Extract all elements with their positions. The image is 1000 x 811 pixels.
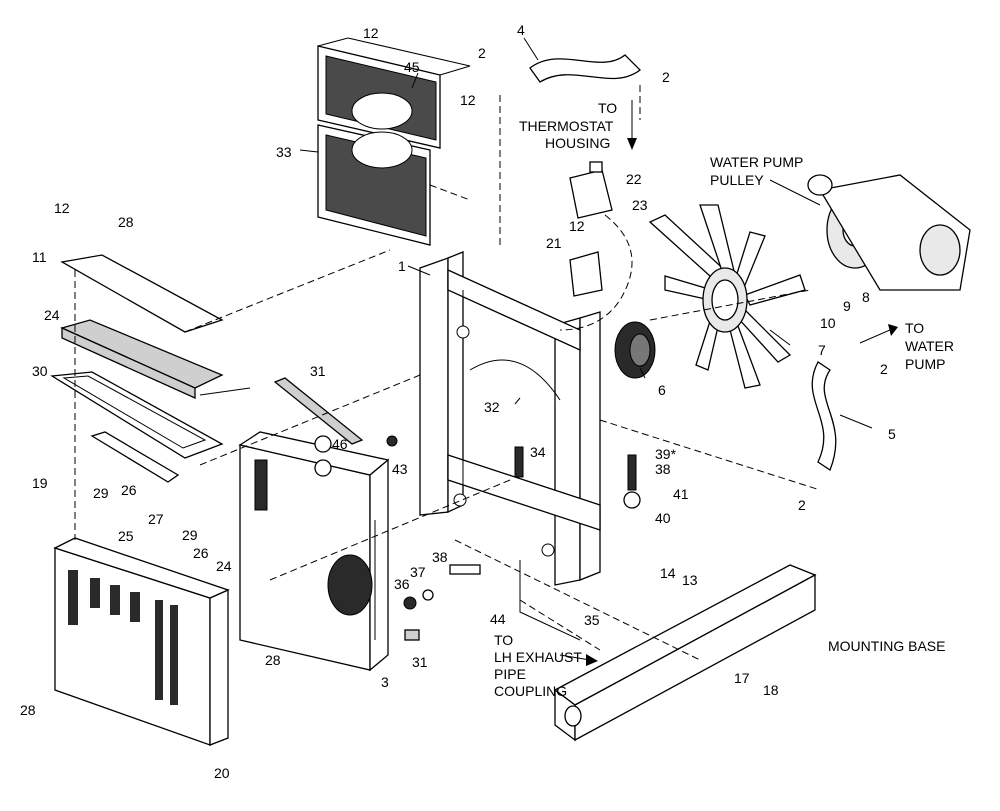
label-to-water-pump-line2: WATER bbox=[905, 338, 954, 354]
label-exhaust-line2: LH EXHAUST bbox=[494, 649, 582, 665]
callout-31: 31 bbox=[310, 363, 326, 379]
seal-strip bbox=[273, 377, 364, 445]
callout-20: 20 bbox=[214, 765, 230, 781]
label-exhaust-line3: PIPE bbox=[494, 666, 526, 682]
filter-pad bbox=[60, 319, 224, 400]
callout-24: 24 bbox=[44, 307, 60, 323]
callout-29: 29 bbox=[93, 485, 109, 501]
callout-24: 24 bbox=[216, 558, 232, 574]
upper-radiator-hose bbox=[529, 54, 641, 83]
callout-5: 5 bbox=[888, 426, 896, 442]
callout-30: 30 bbox=[32, 363, 48, 379]
callout-28: 28 bbox=[265, 652, 281, 668]
callout-2: 2 bbox=[662, 69, 670, 85]
label-to-water-pump-line3: PUMP bbox=[905, 356, 945, 372]
callout-41: 41 bbox=[673, 486, 689, 502]
callout-6: 6 bbox=[658, 382, 666, 398]
flow-arrows bbox=[559, 100, 898, 666]
callout-2: 2 bbox=[880, 361, 888, 377]
callout-32: 32 bbox=[484, 399, 500, 415]
callout-44: 44 bbox=[490, 611, 506, 627]
label-water-pump-pulley-line2: PULLEY bbox=[710, 172, 764, 188]
callout-1: 1 bbox=[398, 258, 406, 274]
callout-2: 2 bbox=[798, 497, 806, 513]
callout-8: 8 bbox=[862, 289, 870, 305]
callout-35: 35 bbox=[584, 612, 600, 628]
label-thermostat-line3: HOUSING bbox=[545, 135, 610, 151]
callout-36: 36 bbox=[394, 576, 410, 592]
callout-40: 40 bbox=[655, 510, 671, 526]
label-exhaust-line1: TO bbox=[494, 632, 513, 648]
label-mounting-base: MOUNTING BASE bbox=[828, 638, 945, 654]
label-water-pump-pulley-line1: WATER PUMP bbox=[710, 154, 803, 170]
lower-grille-guard bbox=[317, 124, 431, 246]
callout-14: 14 bbox=[660, 565, 676, 581]
callout-26: 26 bbox=[193, 545, 209, 561]
radiator-support-frame bbox=[419, 251, 601, 586]
callout-33: 33 bbox=[276, 144, 292, 160]
water-pump-pulley-assembly bbox=[807, 174, 971, 291]
callout-38: 38 bbox=[432, 549, 448, 565]
label-thermostat-line2: THERMOSTAT bbox=[519, 118, 614, 134]
callout-46: 46 bbox=[332, 436, 348, 452]
callout-13: 13 bbox=[682, 572, 698, 588]
callout-37: 37 bbox=[410, 564, 426, 580]
cooling-fan bbox=[648, 204, 806, 389]
overflow-bottle-bracket bbox=[569, 251, 603, 297]
label-exhaust-line4: COUPLING bbox=[494, 683, 567, 699]
lower-radiator-hose bbox=[811, 361, 837, 471]
assembly-lines bbox=[74, 85, 821, 661]
callout-4: 4 bbox=[517, 22, 525, 38]
callout-12: 12 bbox=[363, 25, 379, 41]
callout-39: 39* bbox=[655, 446, 677, 462]
small-fittings bbox=[314, 435, 641, 641]
shroud-enclosure bbox=[53, 537, 230, 746]
text-labels: TO THERMOSTAT HOUSING WATER PUMP PULLEY … bbox=[494, 100, 954, 699]
callout-19: 19 bbox=[32, 475, 48, 491]
callout-12: 12 bbox=[460, 92, 476, 108]
top-cover-plate bbox=[60, 254, 224, 333]
callout-11: 11 bbox=[32, 249, 47, 265]
callout-34: 34 bbox=[530, 444, 546, 460]
callout-31: 31 bbox=[412, 654, 428, 670]
callout-22: 22 bbox=[626, 171, 642, 187]
callout-numbers: 1 2 2 2 2 3 4 5 6 7 8 9 10 11 12 12 12 1… bbox=[20, 22, 896, 781]
coolant-overflow-bottle bbox=[569, 161, 613, 219]
callout-38: 38 bbox=[655, 461, 671, 477]
callout-25: 25 bbox=[118, 528, 134, 544]
label-to-water-pump-line1: TO bbox=[905, 320, 924, 336]
callout-23: 23 bbox=[632, 197, 648, 213]
callout-18: 18 bbox=[763, 682, 779, 698]
callout-12: 12 bbox=[569, 218, 585, 234]
callout-7: 7 bbox=[818, 342, 826, 358]
fan-clutch-hub bbox=[614, 321, 656, 379]
callout-3: 3 bbox=[381, 674, 389, 690]
callout-28: 28 bbox=[20, 702, 36, 718]
lower-bracket bbox=[90, 431, 180, 483]
callout-43: 43 bbox=[392, 461, 408, 477]
callout-27: 27 bbox=[148, 511, 164, 527]
leader-lines bbox=[199, 37, 873, 429]
radiator-core bbox=[238, 431, 390, 672]
callout-26: 26 bbox=[121, 482, 137, 498]
callout-28: 28 bbox=[118, 214, 134, 230]
callout-2: 2 bbox=[478, 45, 486, 61]
callout-9: 9 bbox=[843, 298, 851, 314]
upper-grille-guard bbox=[317, 37, 471, 149]
drain-tube bbox=[519, 560, 581, 641]
callout-10: 10 bbox=[820, 315, 836, 331]
gasket-frame bbox=[50, 371, 224, 459]
label-thermostat-line1: TO bbox=[598, 100, 617, 116]
callout-29: 29 bbox=[182, 527, 198, 543]
callout-21: 21 bbox=[546, 235, 562, 251]
callout-12: 12 bbox=[54, 200, 70, 216]
callout-45: 45 bbox=[404, 59, 420, 75]
callout-17: 17 bbox=[734, 670, 750, 686]
